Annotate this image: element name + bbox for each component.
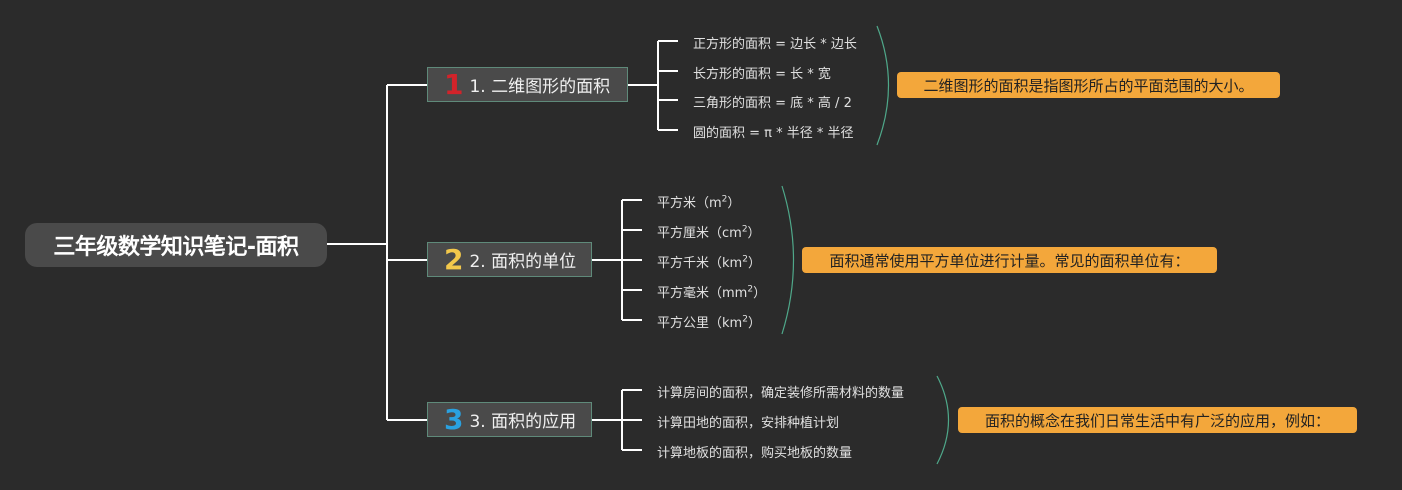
bracket-3 xyxy=(936,375,950,465)
leaf-item[interactable]: 平方千米（km2） xyxy=(657,254,761,271)
leaf-item[interactable]: 计算地板的面积，购买地板的数量 xyxy=(657,446,853,461)
note-text: 二维图形的面积是指图形所占的平面范围的大小。 xyxy=(923,76,1254,95)
branch-node-3[interactable]: 3 3. 面积的应用 xyxy=(427,402,592,437)
note-text: 面积通常使用平方单位进行计量。常见的面积单位有： xyxy=(829,251,1190,270)
bracket-2 xyxy=(781,185,795,335)
summary-note-3[interactable]: 面积的概念在我们日常生活中有广泛的应用，例如： xyxy=(958,407,1357,433)
leaf-item[interactable]: 计算田地的面积，安排种植计划 xyxy=(657,416,840,431)
branch-node-1[interactable]: 1 1. 二维图形的面积 xyxy=(427,67,628,102)
leaf-item[interactable]: 平方毫米（mm2） xyxy=(657,284,767,301)
leaf-item[interactable]: 圆的面积 = π * 半径 * 半径 xyxy=(693,126,854,141)
number-1-icon: 1 xyxy=(444,67,464,101)
summary-note-1[interactable]: 二维图形的面积是指图形所占的平面范围的大小。 xyxy=(897,72,1280,98)
number-2-icon: 2 xyxy=(444,242,464,276)
leaf-item[interactable]: 三角形的面积 = 底 * 高 / 2 xyxy=(693,96,852,111)
leaf-item[interactable]: 平方厘米（cm2） xyxy=(657,224,761,241)
leaf-item[interactable]: 正方形的面积 = 边长 * 边长 xyxy=(693,37,857,52)
summary-note-2[interactable]: 面积通常使用平方单位进行计量。常见的面积单位有： xyxy=(802,247,1217,273)
leaf-item[interactable]: 平方米（m2） xyxy=(657,194,741,211)
root-title: 三年级数学知识笔记-面积 xyxy=(53,235,299,260)
leaf-item[interactable]: 平方公里（km2） xyxy=(657,314,761,331)
leaf-item[interactable]: 计算房间的面积，确定装修所需材料的数量 xyxy=(657,386,905,401)
branch-label: 3. 面积的应用 xyxy=(469,412,577,432)
root-node[interactable]: 三年级数学知识笔记-面积 xyxy=(25,223,327,267)
branch-label: 1. 二维图形的面积 xyxy=(469,77,611,97)
note-text: 面积的概念在我们日常生活中有广泛的应用，例如： xyxy=(984,411,1330,430)
branch-node-2[interactable]: 2 2. 面积的单位 xyxy=(427,242,592,277)
bracket-1 xyxy=(876,25,890,146)
number-3-icon: 3 xyxy=(444,402,464,436)
branch-label: 2. 面积的单位 xyxy=(469,252,577,272)
leaf-item[interactable]: 长方形的面积 = 长 * 宽 xyxy=(693,67,831,82)
